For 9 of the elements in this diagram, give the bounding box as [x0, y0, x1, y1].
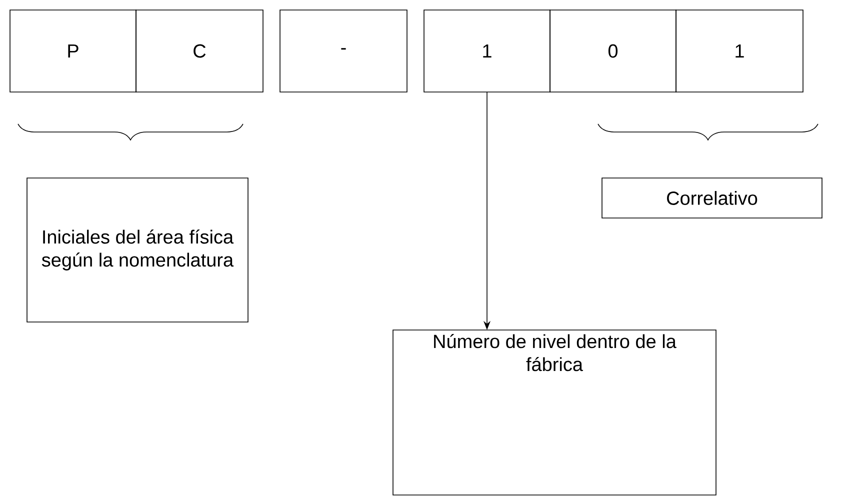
character-box: 0	[550, 10, 676, 92]
character-box: P	[10, 10, 136, 92]
text-box: Correlativo	[602, 178, 822, 218]
character-box: C	[136, 10, 264, 92]
character-box: 1	[424, 10, 550, 92]
text-box: Número de nivel dentro de la fábrica	[392, 330, 716, 496]
character-box: -	[280, 10, 408, 92]
character-box: 1	[676, 10, 804, 92]
text-box: Iniciales del área física según la nomenclatura	[26, 178, 248, 322]
